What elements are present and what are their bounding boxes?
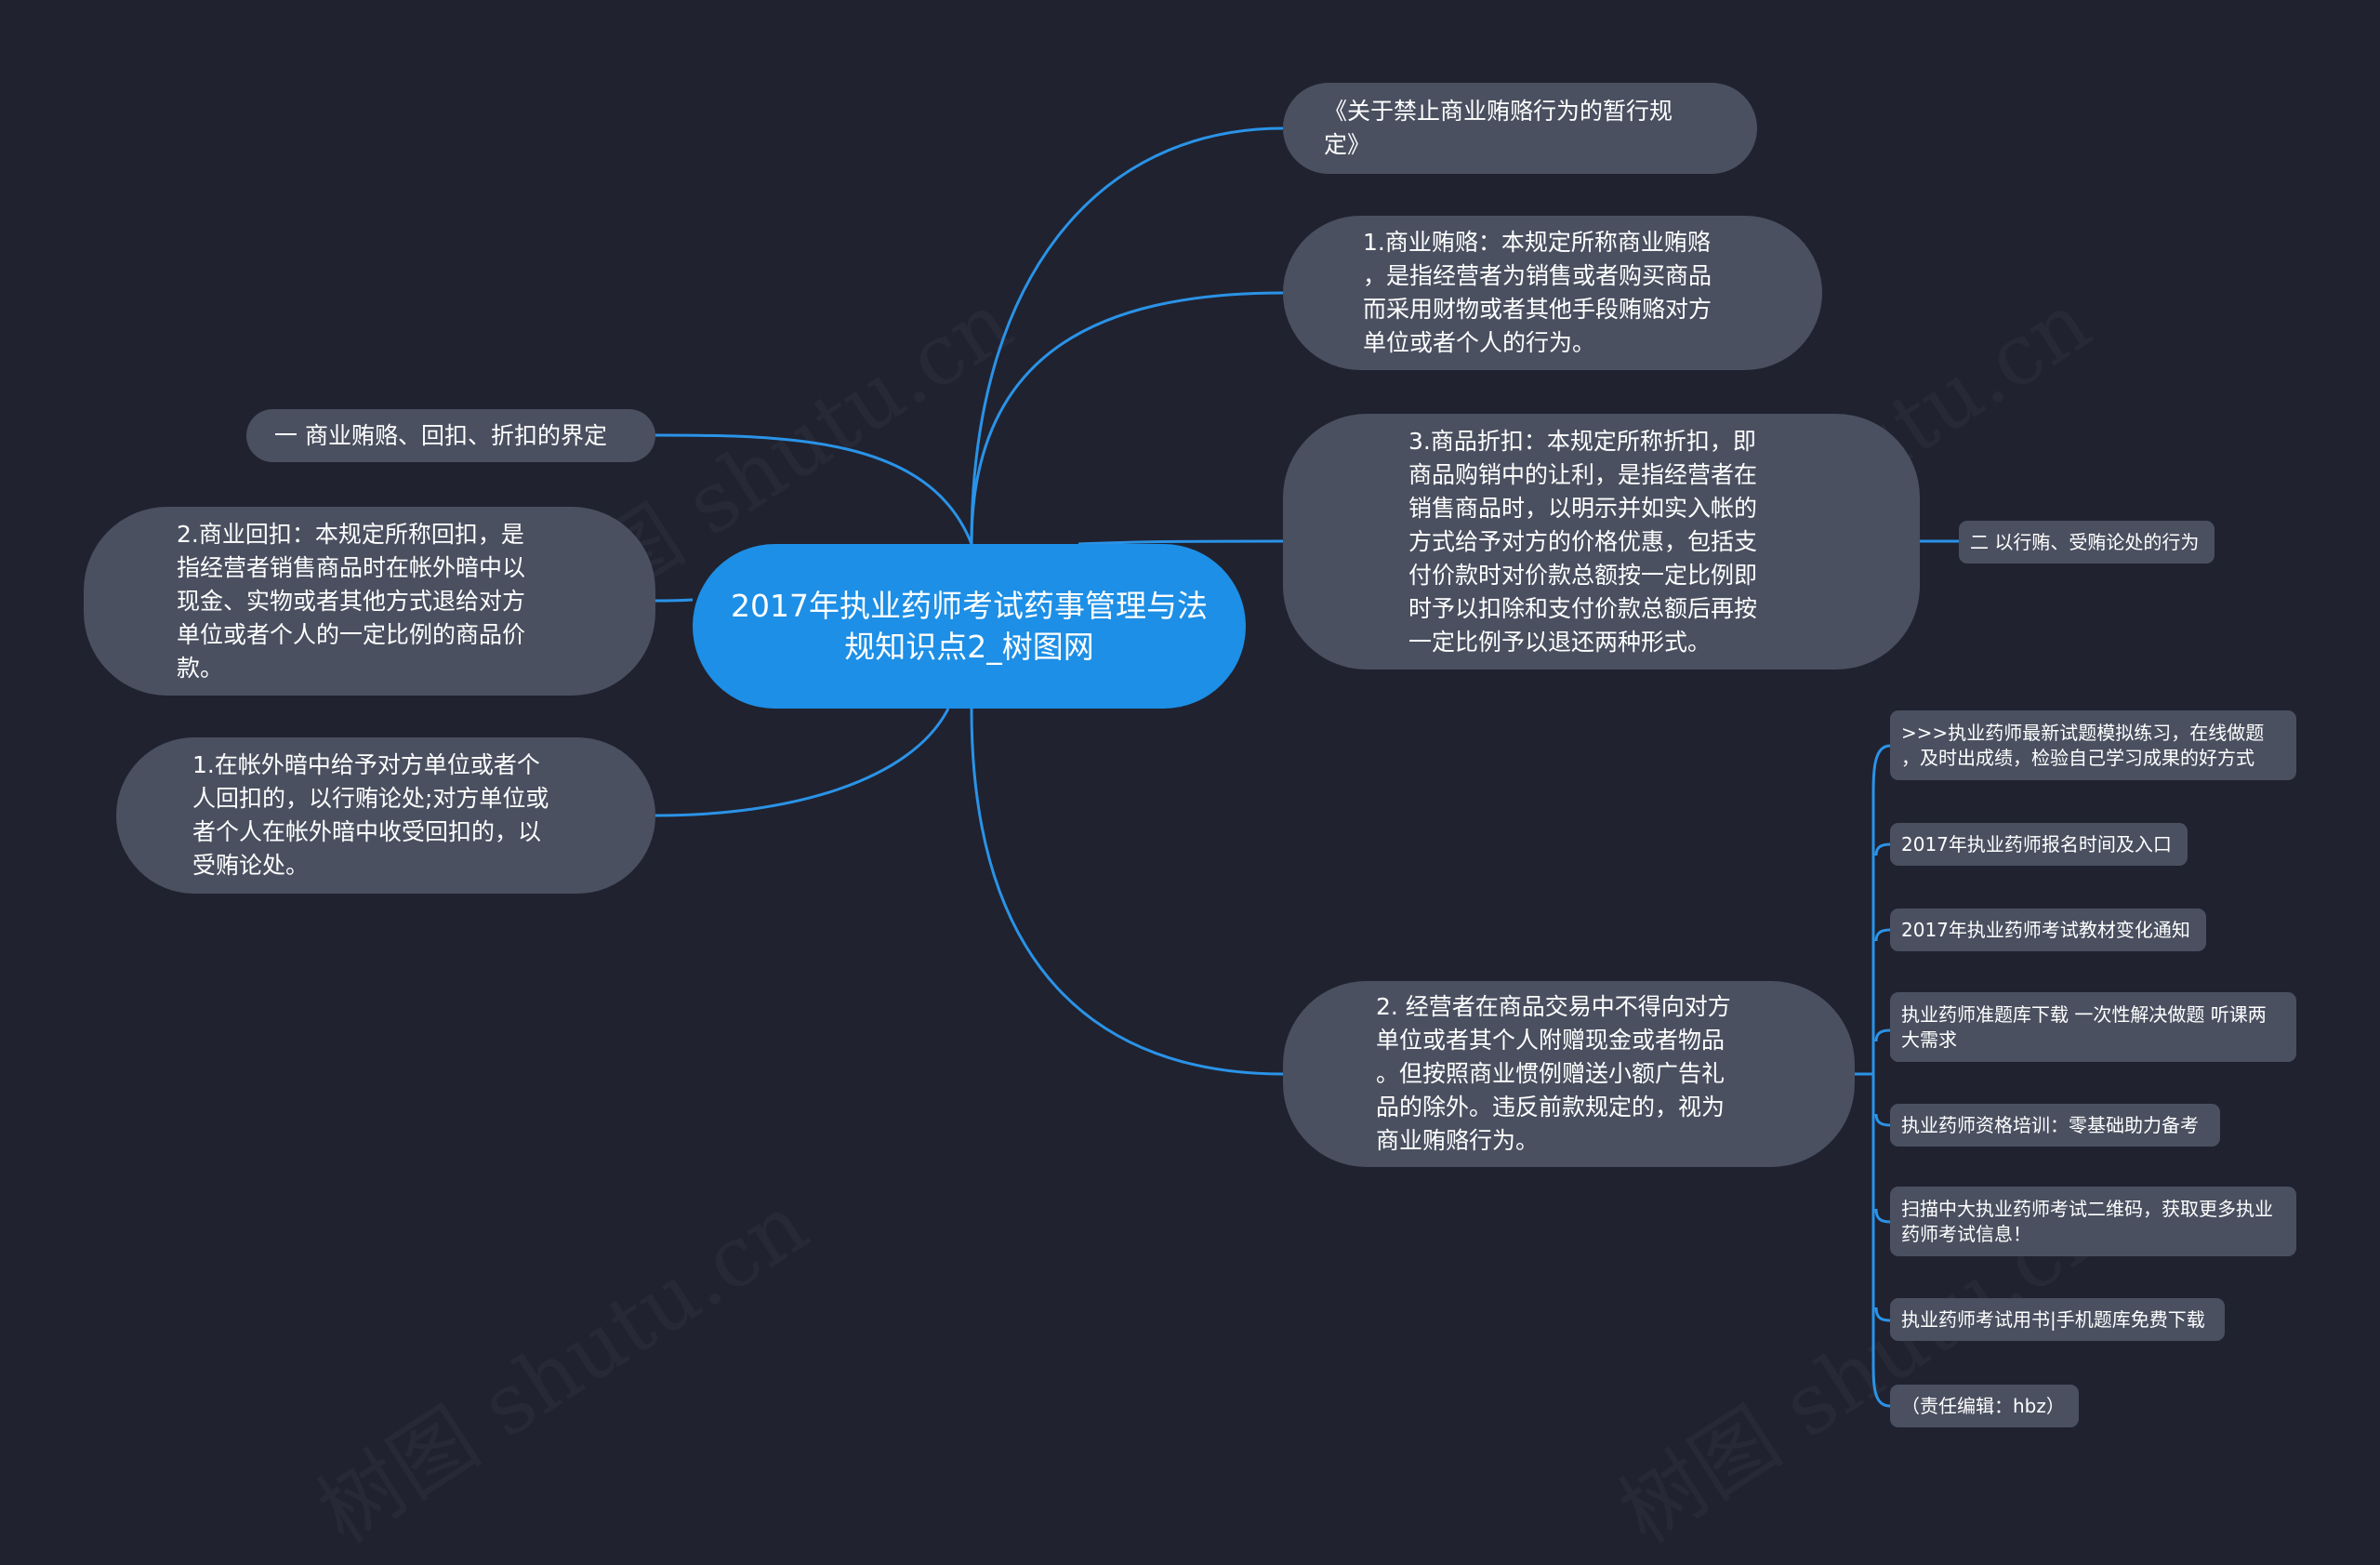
- leaf-question-bank[interactable]: 执业药师准题库下载 一次性解决做题 听课两 大需求: [1890, 992, 2296, 1062]
- leaf-qr-code[interactable]: 扫描中大执业药师考试二维码，获取更多执业 药师考试信息！: [1890, 1187, 2296, 1256]
- edge-center-regulation-title: [970, 126, 1284, 545]
- node-bribery-rule[interactable]: 1.在帐外暗中给予对方单位或者个 人回扣的，以行贿论处;对方单位或 者个人在帐外…: [116, 737, 655, 894]
- node-section-one[interactable]: 一 商业贿赂、回扣、折扣的界定: [246, 409, 655, 462]
- edge-center-bribery-rule: [654, 708, 950, 817]
- center-node-title[interactable]: 2017年执业药师考试药事管理与法规知识点2_树图网: [693, 544, 1246, 709]
- node-regulation-title[interactable]: 《关于禁止商业贿赂行为的暂行规定》: [1283, 83, 1757, 174]
- node-commercial-bribery[interactable]: 1.商业贿赂：本规定所称商业贿赂 ，是指经营者为销售或者购买商品 而采用财物或者…: [1283, 216, 1822, 370]
- leaf-practice-tests[interactable]: >>>执业药师最新试题模拟练习，在线做题 ，及时出成绩，检验自己学习成果的好方式: [1890, 710, 2296, 780]
- edge-center-gift-rule: [970, 708, 1284, 1076]
- edge-center-commercial-bribery: [970, 291, 1284, 545]
- node-section-two[interactable]: 二 以行贿、受贿论处的行为: [1959, 521, 2215, 564]
- edge-gift-rule-leaves: [1855, 744, 1891, 1408]
- edge-center-section-one: [654, 433, 973, 545]
- connector-lines: [654, 126, 1959, 1408]
- leaf-registration[interactable]: 2017年执业药师报名时间及入口: [1890, 823, 2188, 866]
- edge-center-rebate: [654, 598, 694, 603]
- node-gift-rule[interactable]: 2. 经营者在商品交易中不得向对方 单位或者其个人附赠现金或者物品 。但按照商业…: [1283, 981, 1855, 1167]
- node-commercial-discount[interactable]: 3.商品折扣：本规定所称折扣，即 商品购销中的让利，是指经营者在 销售商品时，以…: [1283, 414, 1920, 670]
- node-commercial-rebate[interactable]: 2.商业回扣：本规定所称回扣，是 指经营者销售商品时在帐外暗中以 现金、实物或者…: [84, 507, 655, 696]
- leaf-editor[interactable]: （责任编辑：hbz）: [1890, 1385, 2079, 1427]
- leaf-training[interactable]: 执业药师资格培训：零基础助力备考: [1890, 1104, 2220, 1147]
- edge-center-commercial-discount: [1078, 539, 1284, 546]
- leaf-books-download[interactable]: 执业药师考试用书|手机题库免费下载: [1890, 1298, 2225, 1341]
- leaf-textbook-changes[interactable]: 2017年执业药师考试教材变化通知: [1890, 908, 2206, 951]
